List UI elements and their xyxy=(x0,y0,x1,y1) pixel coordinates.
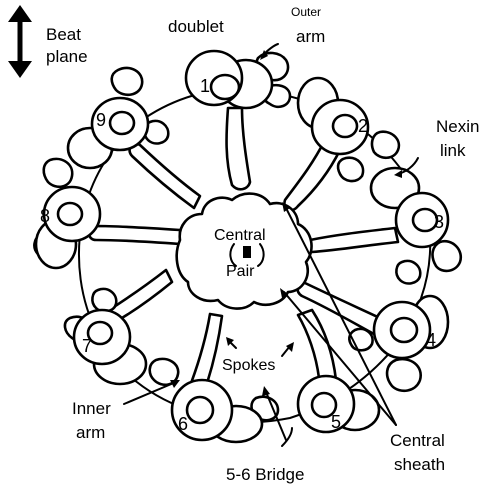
doublet-number-9: 9 xyxy=(96,110,106,130)
doublet-number-7: 7 xyxy=(82,336,92,356)
inner-arm-label: Inner xyxy=(72,399,111,418)
doublet-4 xyxy=(374,296,448,358)
doublet-number-3: 3 xyxy=(434,212,444,232)
doublet-number-6: 6 xyxy=(178,414,188,434)
beat-plane-label-2: plane xyxy=(46,47,88,66)
nexin-link-label-2: link xyxy=(440,141,466,160)
nexin-link-label: Nexin xyxy=(436,117,479,136)
outer-arm-label-2: arm xyxy=(296,27,325,46)
doublet-8 xyxy=(36,187,100,268)
inner-arm-label-2: arm xyxy=(76,423,105,442)
doublet-number-5: 5 xyxy=(331,412,341,432)
central-pair-label: Central xyxy=(214,227,266,244)
central-sheath-label-2: sheath xyxy=(394,455,445,474)
central-pair-label-2: Pair xyxy=(226,263,255,280)
spokes-label: Spokes xyxy=(222,357,275,374)
central-sheath-label: Central xyxy=(390,431,445,450)
doublet-number-8: 8 xyxy=(40,206,50,226)
doublet-number-2: 2 xyxy=(358,116,368,136)
bridge-label: 5-6 Bridge xyxy=(226,465,304,484)
beat-plane-label: Beat xyxy=(46,25,81,44)
doublet-number-1: 1 xyxy=(200,76,210,96)
outer-arm-label: Outer xyxy=(291,5,321,19)
doublet-label: doublet xyxy=(168,17,224,36)
doublet-number-4: 4 xyxy=(426,330,436,350)
beat-plane-arrow xyxy=(8,5,32,78)
